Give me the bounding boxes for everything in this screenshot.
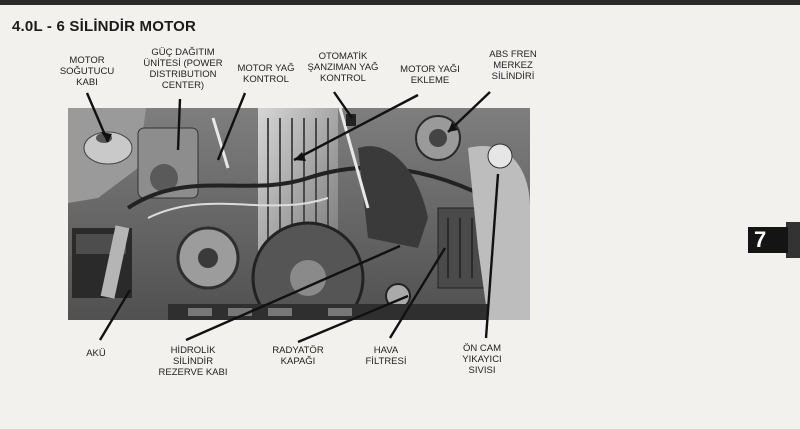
top-rule [0, 0, 800, 5]
label-aku: AKÜ [86, 348, 106, 359]
page-title: 4.0L - 6 SİLİNDİR MOTOR [12, 18, 197, 35]
engine-bay-illustration [68, 108, 530, 320]
chapter-tab-edge [786, 222, 800, 258]
chapter-tab: 7 [748, 227, 788, 253]
